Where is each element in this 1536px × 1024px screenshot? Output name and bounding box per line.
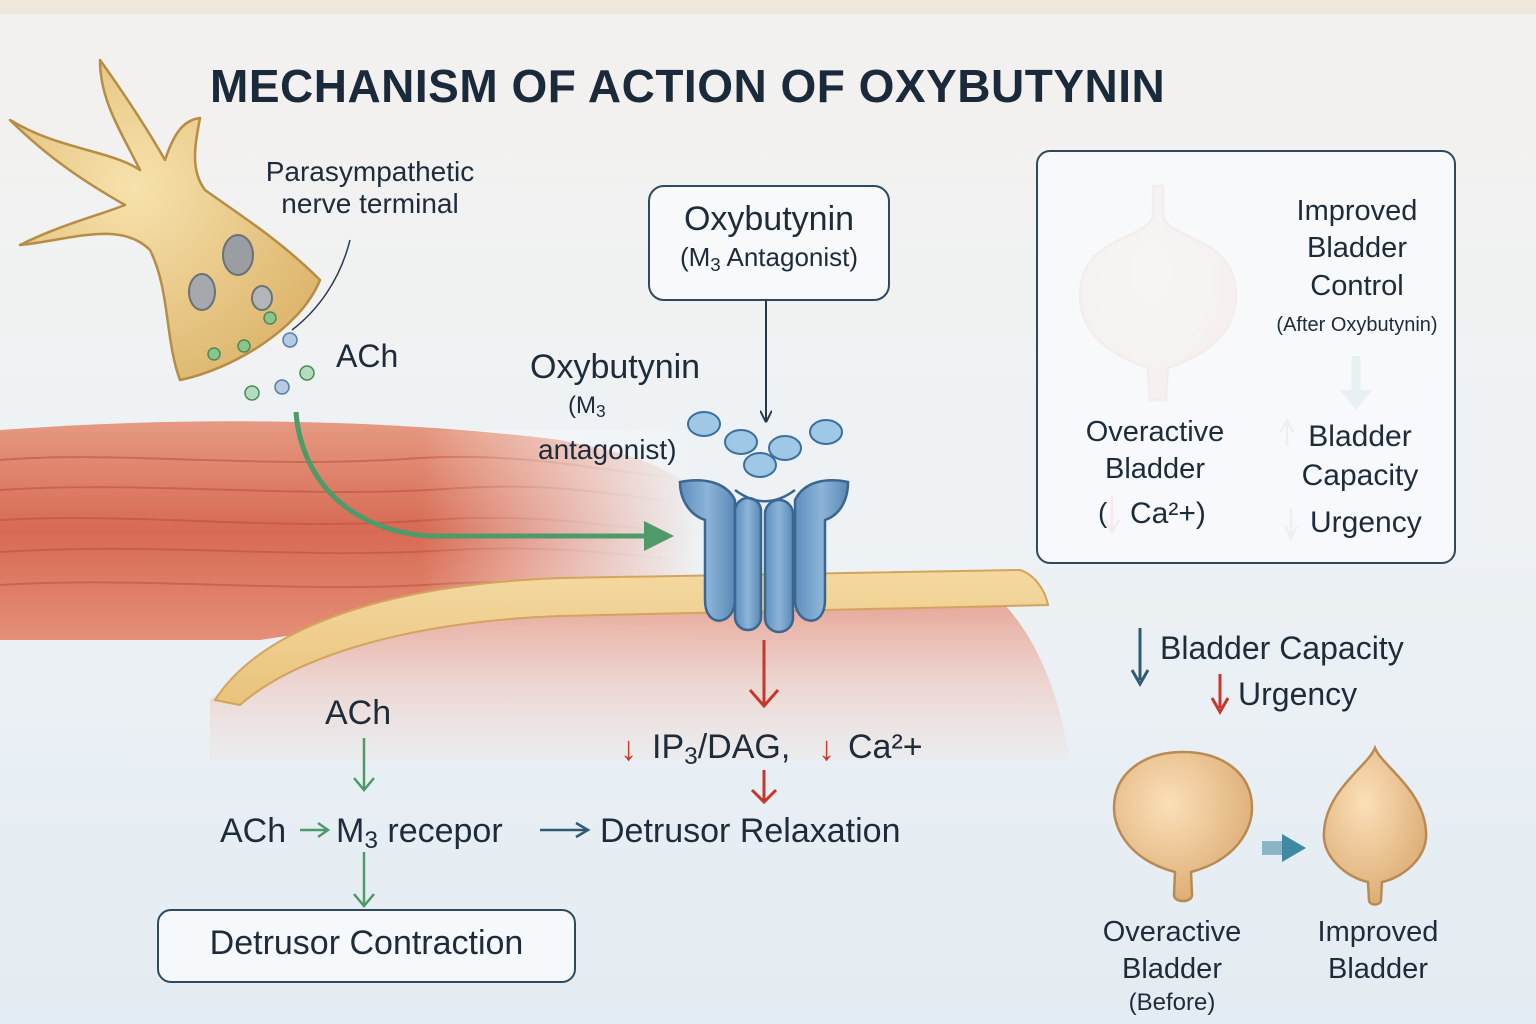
nerve-terminal [8, 58, 322, 382]
detrusor-contraction-label: Detrusor Contraction [209, 924, 524, 962]
improved-control-label: Improved Bladder Control [1270, 195, 1444, 303]
nerve-label-line1: Parasympathetic [265, 156, 475, 187]
oxybutynin-box [648, 185, 890, 301]
nerve-label-line2: nerve terminal [281, 188, 459, 220]
before-line2: Bladder [1122, 953, 1222, 986]
nerve-label-leader [291, 239, 351, 331]
down-arrow-icon: ↓ [818, 730, 835, 768]
drug-box-role-prefix: (M [679, 242, 711, 273]
cell-membrane [213, 568, 1050, 707]
oxybutynin-box-text: Oxybutynin (M3 Antagonist) [648, 200, 890, 275]
red-signal-arrows [748, 640, 780, 805]
summary-arrows [1130, 628, 1306, 862]
signal-mid: /DAG, [697, 728, 791, 766]
oxybutynin-label-m3: (M3 [568, 392, 606, 422]
effects-left-ca-open: ( [1098, 497, 1108, 528]
before-bladder-label: Overactive Bladder (Before) [1090, 916, 1254, 1016]
m3-row-prefix: M [336, 812, 365, 850]
drug-box-role-suffix: Antagonist) [720, 242, 859, 273]
down-arrow-icon: ↓ [620, 730, 637, 768]
top-strip [0, 0, 1536, 14]
drug-label-line2-sub: 3 [595, 401, 606, 422]
effects-capacity-line2: Capacity [1301, 458, 1419, 492]
second-messenger-label: IP3/DAG, [652, 728, 791, 771]
drug-label-line2-prefix: (M [568, 392, 596, 419]
m3-receptor [678, 479, 850, 634]
effects-right-line2: Bladder [1307, 232, 1407, 265]
ach-to-receptor-arrow [293, 411, 674, 551]
after-oxybutynin-note: (After Oxybutynin) [1276, 314, 1438, 336]
effects-right-line3: Control [1310, 269, 1404, 302]
oxybutynin-molecules [687, 411, 843, 478]
effects-right-line1: Improved [1296, 195, 1418, 227]
oxybutynin-label: Oxybutynin [530, 348, 701, 386]
m3-row-suffix: recepor [377, 812, 503, 850]
ach-label-nerve: ACh [336, 338, 399, 374]
page-title: MECHANISM OF ACTION OF OXYBUTYNIN [210, 60, 1166, 112]
ach-label-pathway: ACh [325, 694, 392, 732]
summary-urgency-label: Urgency [1238, 676, 1358, 712]
effects-capacity-line1: Bladder [1308, 420, 1412, 453]
after-bladder-label: Improved Bladder [1300, 916, 1456, 987]
detrusor-relaxation-label: Detrusor Relaxation [600, 812, 901, 850]
calcium-label: Ca²+ [848, 728, 923, 766]
before-line1: Overactive [1102, 916, 1242, 948]
after-line1: Improved [1317, 916, 1439, 948]
oxybutynin-box-role: (M3 Antagonist) [648, 242, 890, 275]
oxybutynin-box-name: Oxybutynin [683, 200, 855, 238]
oxybutynin-label-antagonist: antagonist) [538, 434, 677, 465]
drug-box-role-sub: 3 [710, 253, 721, 275]
m3-to-relaxation-arrow [540, 821, 591, 839]
effects-left-line1: Overactive [1085, 416, 1225, 448]
signal-sub: 3 [684, 743, 698, 771]
nerve-terminal-label: Parasympathetic nerve terminal [250, 156, 490, 220]
ach-vesicles [244, 365, 315, 401]
before-line3: (Before) [1128, 988, 1216, 1016]
effects-left-ca: Ca²+) [1130, 497, 1206, 530]
after-line2: Bladder [1328, 953, 1428, 986]
after-bladder-illustration [1322, 744, 1428, 906]
overactive-bladder-label: Overactive Bladder [1070, 416, 1240, 487]
ach-row-label: ACh [220, 812, 287, 850]
detrusor-cell-cytoplasm [210, 600, 1070, 760]
before-bladder-illustration [1112, 750, 1254, 903]
m3-row-sub: 3 [364, 827, 378, 855]
effects-box [1036, 150, 1456, 564]
summary-capacity-label: Bladder Capacity [1160, 630, 1404, 666]
effects-left-line2: Bladder [1105, 453, 1205, 486]
detrusor-contraction-box [157, 909, 576, 983]
effects-urgency-label: Urgency [1310, 506, 1422, 539]
green-pathway-arrows [300, 738, 375, 908]
effects-capacity-label: Bladder Capacity [1280, 420, 1440, 493]
m3-receptor-label: M3 recepor [336, 812, 503, 855]
signal-prefix: IP [652, 728, 685, 766]
